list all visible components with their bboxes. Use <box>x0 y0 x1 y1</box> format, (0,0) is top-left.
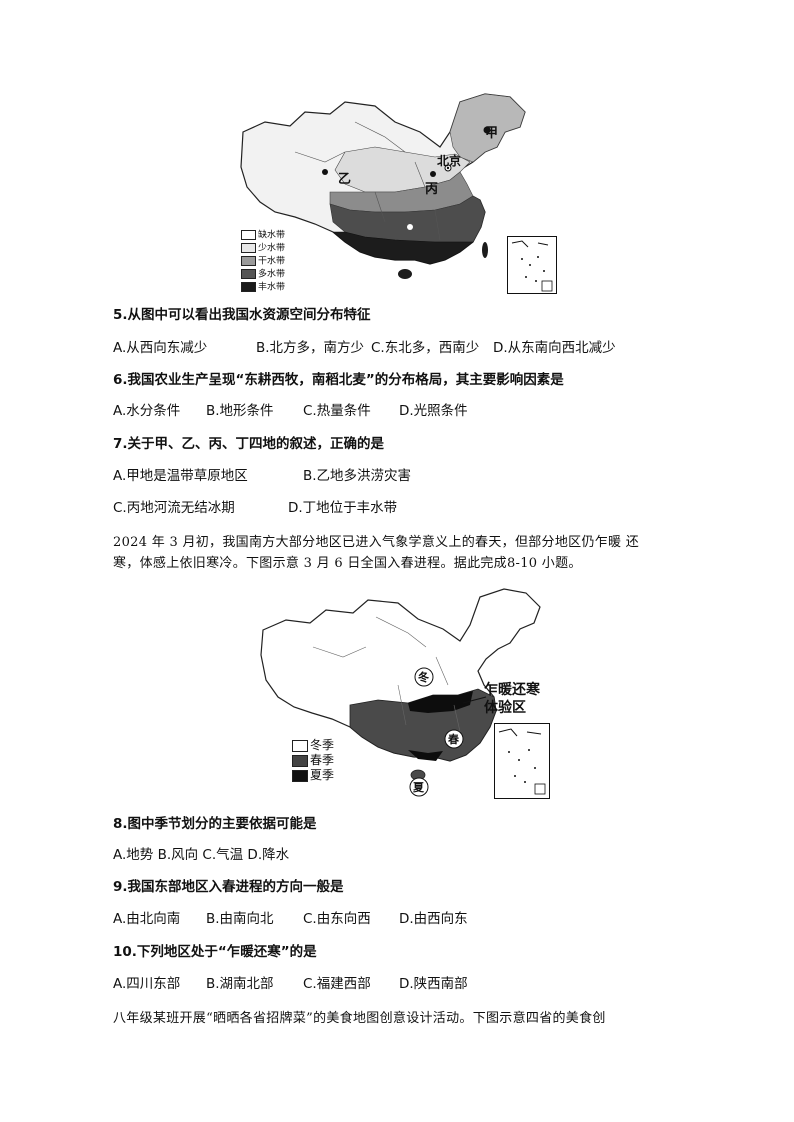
legend-swatch-3 <box>241 269 256 279</box>
q9-option-d[interactable]: D.由西向东 <box>399 911 468 927</box>
season-legend-0: 冬季 <box>292 738 334 752</box>
passage2-line-1: 八年级某班开展“晒晒各省招牌菜”的美食地图创意设计活动。下图示意四省的美食创 <box>113 1011 606 1026</box>
label-yi: 乙 <box>338 172 352 187</box>
q10-option-b[interactable]: B.湖南北部 <box>206 976 274 992</box>
south-sea-inset-2 <box>494 723 550 799</box>
season-legend-1: 春季 <box>292 753 334 767</box>
q8-stem: 8.图中季节划分的主要依据可能是 <box>113 816 317 832</box>
legend-item-1: 少水带 <box>241 243 285 254</box>
q7-options-row2: C.丙地河流无结冰期 D.丁地位于丰水带 <box>113 499 683 517</box>
q7-option-b[interactable]: B.乙地多洪涝灾害 <box>303 468 412 484</box>
q5-option-c[interactable]: C.东北多，西南少 <box>371 340 480 356</box>
season-legend-2: 夏季 <box>292 768 334 782</box>
legend-item-0: 缺水带 <box>241 230 285 241</box>
legend-item-2: 干水带 <box>241 256 285 267</box>
legend-item-4: 丰水带 <box>241 282 285 293</box>
legend-item-3: 多水带 <box>241 269 285 280</box>
water-resources-map: 甲 北京 乙 丙 缺水带 少水带 干水带 多水带 丰水带 <box>235 92 560 297</box>
season-swatch-0 <box>292 739 308 752</box>
q9-option-b[interactable]: B.由南向北 <box>206 911 274 927</box>
passage-spring-progress: 2024 年 3 月初，我国南方大部分地区已进入气象学意义上的春天，但部分地区仍… <box>113 532 683 574</box>
q5-option-d[interactable]: D.从东南向西北减少 <box>493 340 616 356</box>
water-map-graphic <box>240 93 526 279</box>
passage-line-2: 寒，体感上依旧寒冷。下图示意 3 月 6 日全国入春进程。据此完成8-10 小题… <box>113 556 582 571</box>
q5-option-b[interactable]: B.北方多，南方少 <box>256 340 365 356</box>
q7-stem: 7.关于甲、乙、丙、丁四地的叙述，正确的是 <box>113 436 385 452</box>
label-chun: 春 <box>448 733 459 746</box>
q9-stem: 9.我国东部地区入春进程的方向一般是 <box>113 879 344 895</box>
legend-swatch-2 <box>241 256 256 266</box>
q7-option-a[interactable]: A.甲地是温带草原地区 <box>113 468 248 484</box>
q9-option-a[interactable]: A.由北向南 <box>113 911 181 927</box>
south-sea-inset <box>507 236 557 294</box>
q10-option-d[interactable]: D.陕西南部 <box>399 976 468 992</box>
q6-option-a[interactable]: A.水分条件 <box>113 403 181 419</box>
legend-swatch-1 <box>241 243 256 253</box>
q6-option-c[interactable]: C.热量条件 <box>303 403 371 419</box>
q6-option-b[interactable]: B.地形条件 <box>206 403 274 419</box>
q5-option-a[interactable]: A.从西向东减少 <box>113 340 208 356</box>
label-bing: 丙 <box>425 182 439 197</box>
spring-progress-map: 冬 春 夏 乍暖还寒 体验区 冬季 春季 夏季 <box>258 585 558 800</box>
q7-option-c[interactable]: C.丙地河流无结冰期 <box>113 500 235 516</box>
q10-option-c[interactable]: C.福建西部 <box>303 976 371 992</box>
q9-options: A.由北向南 B.由南向北 C.由东向西 D.由西向东 <box>113 910 683 928</box>
passage-line-1: 2024 年 3 月初，我国南方大部分地区已进入气象学意义上的春天，但部分地区仍… <box>113 535 640 550</box>
q7-options-row1: A.甲地是温带草原地区 B.乙地多洪涝灾害 <box>113 467 683 485</box>
q10-stem: 10.下列地区处于“乍暖还寒”的是 <box>113 944 317 960</box>
south-sea-inset-graphic <box>511 240 553 292</box>
label-xia: 夏 <box>413 781 424 794</box>
season-swatch-1 <box>292 754 308 767</box>
legend-swatch-4 <box>241 282 256 292</box>
passage-food-map: 八年级某班开展“晒晒各省招牌菜”的美食地图创意设计活动。下图示意四省的美食创 <box>113 1008 683 1029</box>
q6-stem: 6.我国农业生产呈现“东耕西牧，南稻北麦”的分布格局，其主要影响因素是 <box>113 372 564 388</box>
label-beijing: 北京 <box>437 154 462 168</box>
q6-options: A.水分条件 B.地形条件 C.热量条件 D.光照条件 <box>113 402 683 420</box>
spring-map-graphic <box>260 588 541 797</box>
q10-option-a[interactable]: A.四川东部 <box>113 976 181 992</box>
q7-option-d[interactable]: D.丁地位于丰水带 <box>288 500 398 516</box>
south-sea-inset-2-graphic <box>498 728 546 795</box>
q9-option-c[interactable]: C.由东向西 <box>303 911 371 927</box>
legend-swatch-0 <box>241 230 256 240</box>
label-dong: 冬 <box>418 671 429 684</box>
callout-label: 乍暖还寒 体验区 <box>484 682 540 716</box>
q8-options[interactable]: A.地势 B.风向 C.气温 D.降水 <box>113 847 290 863</box>
season-swatch-2 <box>292 769 308 782</box>
q6-option-d[interactable]: D.光照条件 <box>399 403 468 419</box>
q5-stem: 5.从图中可以看出我国水资源空间分布特征 <box>113 307 371 323</box>
q10-options: A.四川东部 B.湖南北部 C.福建西部 D.陕西南部 <box>113 975 683 993</box>
q5-options: A.从西向东减少 B.北方多，南方少 C.东北多，西南少 D.从东南向西北减少 <box>113 339 683 357</box>
label-jia: 甲 <box>485 126 499 141</box>
